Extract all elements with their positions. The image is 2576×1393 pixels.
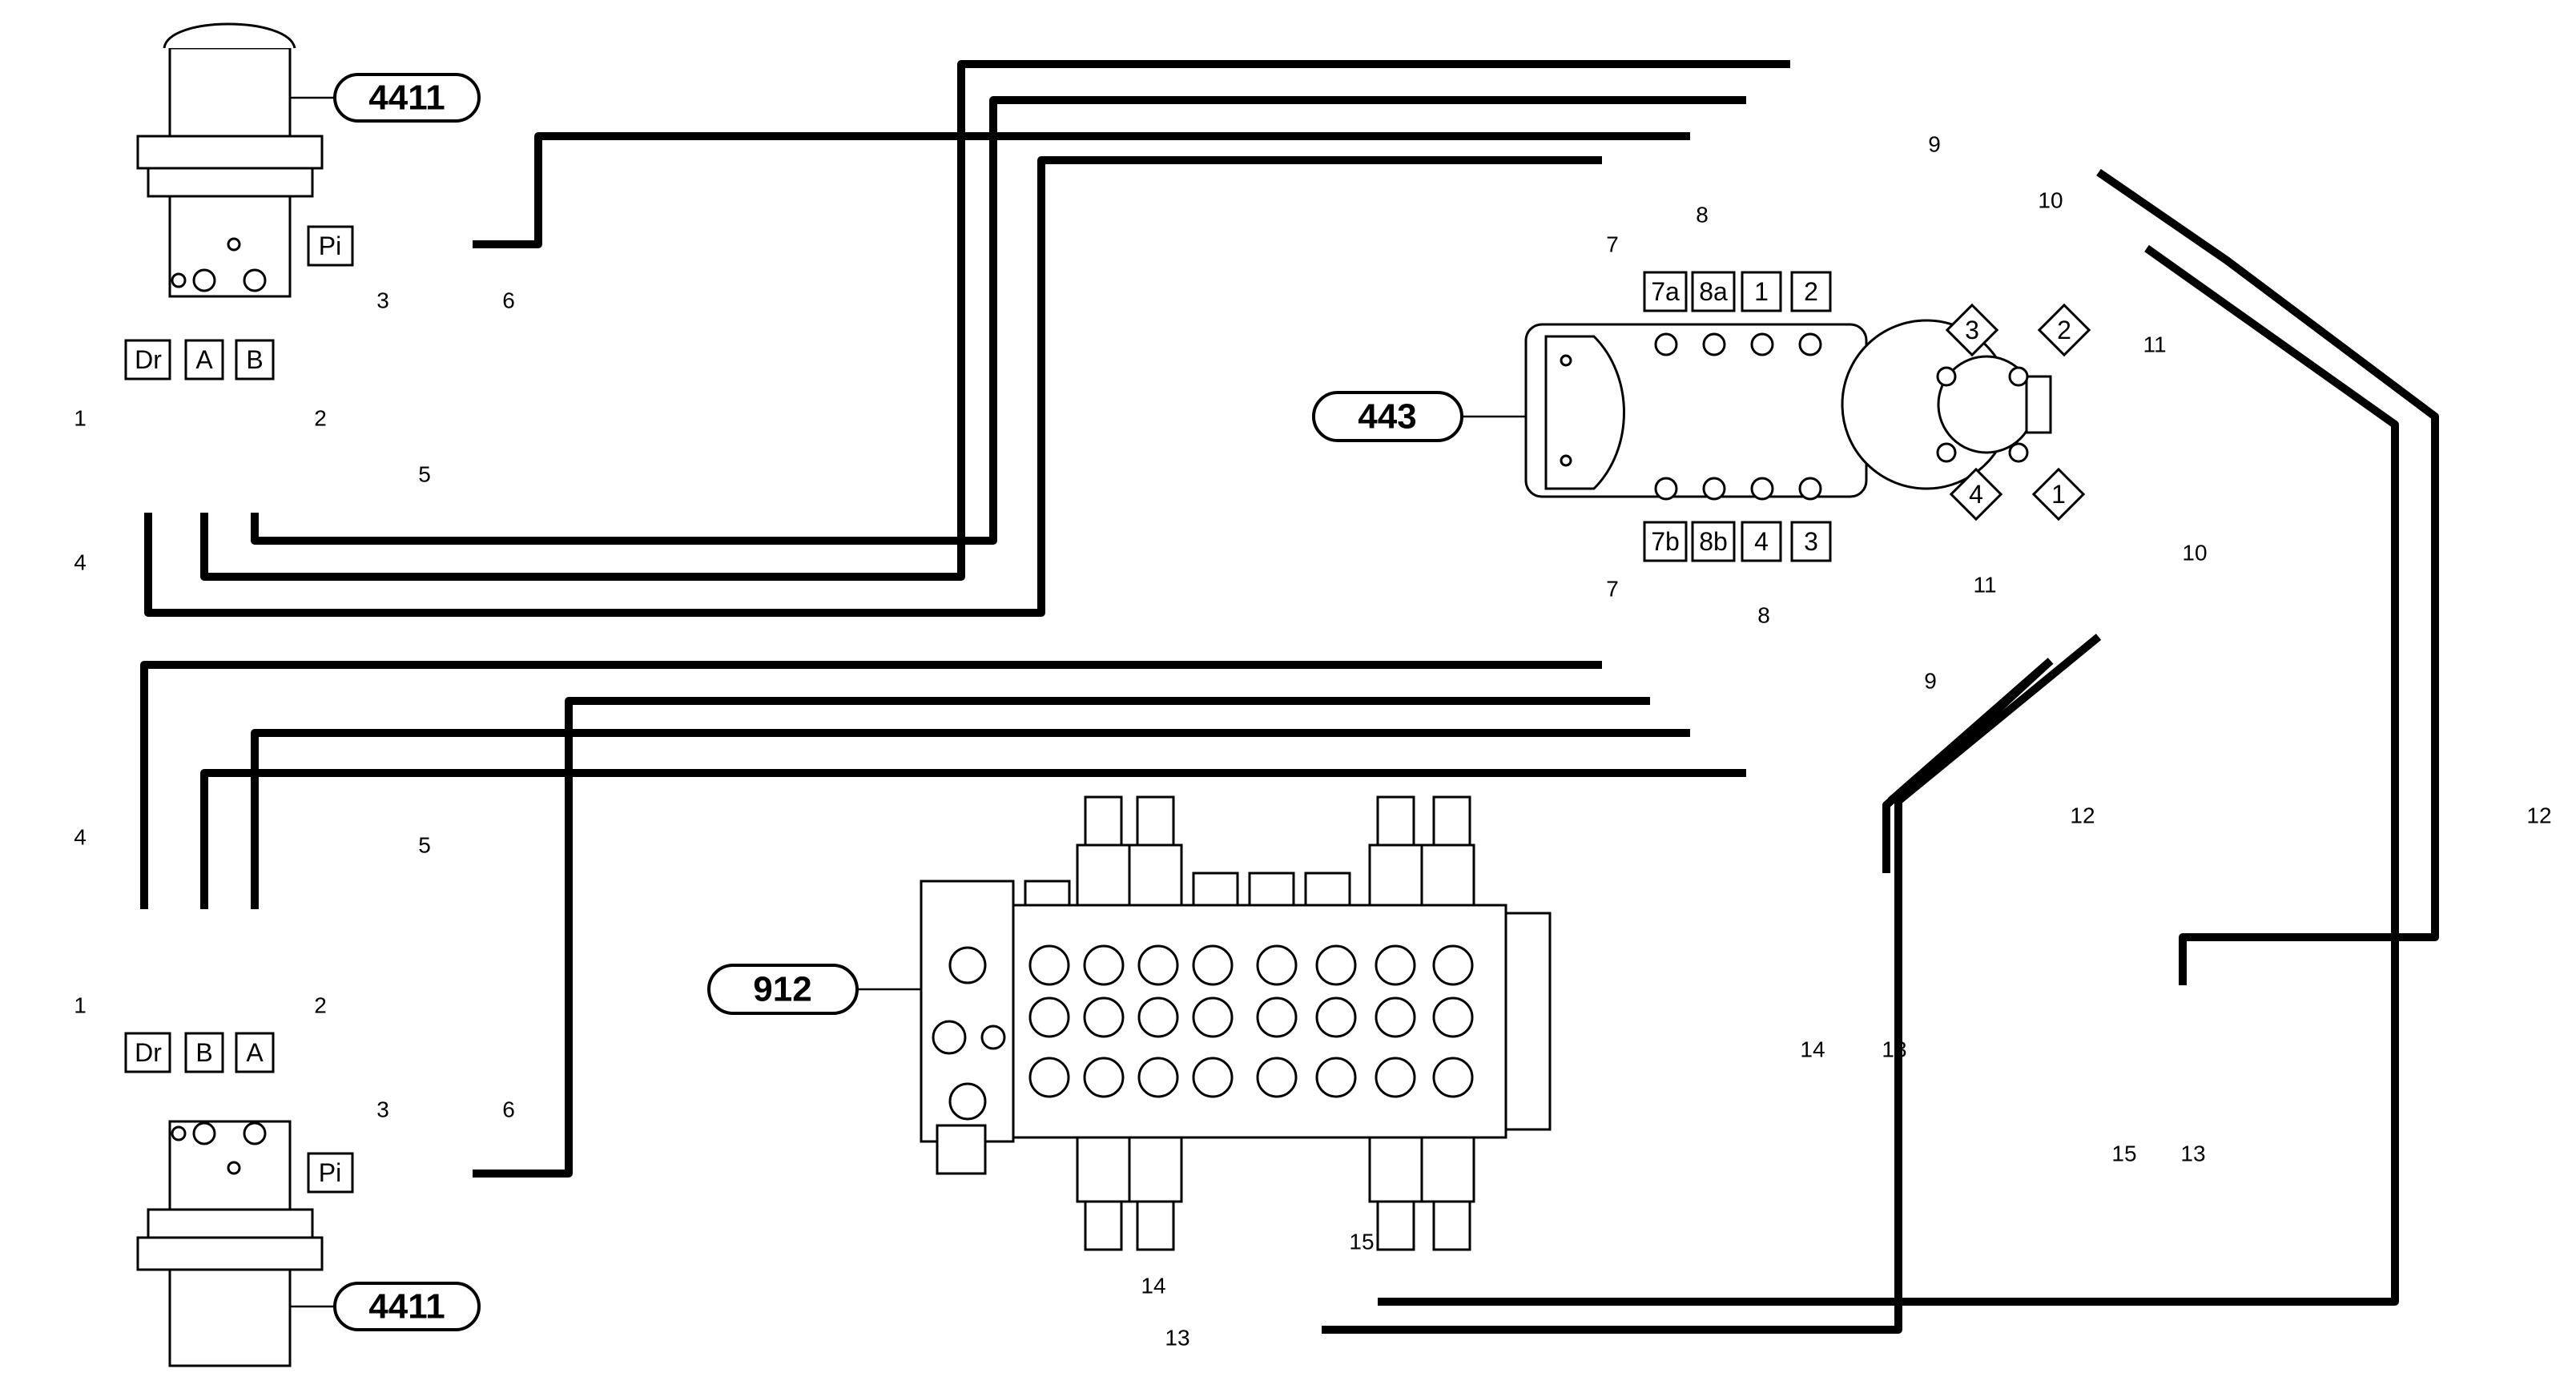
svg-text:15: 15 bbox=[2111, 1141, 2136, 1166]
svg-text:1: 1 bbox=[74, 406, 87, 431]
svg-text:3: 3 bbox=[376, 288, 389, 313]
svg-text:10: 10 bbox=[2182, 541, 2207, 566]
valve-spools bbox=[1024, 795, 1475, 1251]
svg-text:14: 14 bbox=[1800, 1037, 1825, 1062]
svg-text:14: 14 bbox=[1141, 1274, 1165, 1298]
svg-text:Pi: Pi bbox=[319, 231, 341, 260]
bottom-callouts: 1 2 3 4 5 6 bbox=[74, 825, 515, 1122]
svg-text:6: 6 bbox=[502, 1097, 515, 1122]
svg-text:Dr: Dr bbox=[135, 1038, 162, 1067]
swivel-port-holes bbox=[1654, 332, 2029, 501]
svg-text:443: 443 bbox=[1358, 397, 1416, 437]
svg-text:8: 8 bbox=[1757, 603, 1770, 628]
svg-text:4: 4 bbox=[74, 825, 87, 850]
svg-text:912: 912 bbox=[753, 970, 811, 1009]
svg-text:Dr: Dr bbox=[135, 345, 162, 374]
svg-text:15: 15 bbox=[1349, 1230, 1374, 1254]
svg-text:3: 3 bbox=[1804, 527, 1818, 556]
svg-text:7: 7 bbox=[1606, 232, 1619, 257]
ref-912: 912 bbox=[707, 964, 921, 1015]
svg-text:2: 2 bbox=[1804, 277, 1818, 306]
svg-text:11: 11 bbox=[1973, 573, 1996, 598]
svg-text:B: B bbox=[195, 1038, 212, 1067]
svg-text:B: B bbox=[246, 345, 263, 374]
swivel-callouts: 7 8 9 10 11 7 8 9 10 11 bbox=[1606, 132, 2207, 694]
hoses bbox=[140, 60, 2439, 1334]
svg-text:13: 13 bbox=[1165, 1326, 1189, 1351]
svg-text:Pi: Pi bbox=[319, 1158, 341, 1187]
top-port-labels: Dr A B Pi bbox=[124, 225, 354, 380]
top-callouts: 1 2 3 4 5 6 bbox=[74, 288, 515, 575]
control-valve bbox=[920, 795, 1552, 1251]
svg-text:5: 5 bbox=[418, 833, 431, 858]
bottom-cylinder bbox=[136, 1120, 324, 1367]
svg-text:5: 5 bbox=[418, 462, 431, 487]
svg-text:6: 6 bbox=[502, 288, 515, 313]
svg-text:2: 2 bbox=[2057, 316, 2071, 344]
ref-443: 443 bbox=[1312, 391, 1526, 442]
svg-text:9: 9 bbox=[1928, 132, 1941, 157]
svg-text:A: A bbox=[195, 345, 213, 374]
line-callouts: 12 12 13 13 13 14 14 15 15 bbox=[1141, 803, 2551, 1351]
svg-text:9: 9 bbox=[1924, 669, 1937, 694]
svg-text:7a: 7a bbox=[1651, 277, 1680, 306]
svg-text:4: 4 bbox=[1754, 527, 1769, 556]
svg-text:12: 12 bbox=[2070, 803, 2095, 828]
svg-text:4: 4 bbox=[1969, 480, 1983, 509]
svg-text:7: 7 bbox=[1606, 577, 1619, 602]
svg-text:10: 10 bbox=[2038, 188, 2063, 213]
svg-text:8: 8 bbox=[1696, 203, 1709, 227]
svg-text:11: 11 bbox=[2143, 332, 2166, 357]
svg-text:4411: 4411 bbox=[368, 79, 445, 118]
svg-text:2: 2 bbox=[314, 406, 327, 431]
svg-text:7b: 7b bbox=[1651, 527, 1680, 556]
svg-text:1: 1 bbox=[2051, 480, 2066, 509]
svg-text:1: 1 bbox=[74, 993, 87, 1018]
svg-text:4: 4 bbox=[74, 550, 87, 575]
svg-text:2: 2 bbox=[314, 993, 327, 1018]
svg-text:1: 1 bbox=[1754, 277, 1769, 306]
bottom-port-labels: Dr B A Pi bbox=[124, 1032, 354, 1194]
ref-4411-bottom: 4411 bbox=[290, 1282, 481, 1331]
svg-text:4411: 4411 bbox=[368, 1287, 445, 1327]
ref-4411-top: 4411 bbox=[290, 73, 481, 123]
top-cylinder bbox=[136, 22, 324, 298]
svg-text:8a: 8a bbox=[1699, 277, 1728, 306]
valve-port-grid bbox=[932, 944, 1474, 1121]
svg-text:3: 3 bbox=[376, 1097, 389, 1122]
svg-text:13: 13 bbox=[1882, 1037, 1906, 1062]
swivel-joint bbox=[1524, 319, 2052, 501]
svg-text:A: A bbox=[246, 1038, 264, 1067]
svg-text:12: 12 bbox=[2526, 803, 2551, 828]
svg-text:8b: 8b bbox=[1699, 527, 1728, 556]
svg-text:13: 13 bbox=[2180, 1141, 2205, 1166]
swivel-port-labels: 7a 8a 1 2 7b 8b 4 3 3 2 4 1 bbox=[1643, 271, 2091, 562]
svg-text:3: 3 bbox=[1965, 316, 1979, 344]
